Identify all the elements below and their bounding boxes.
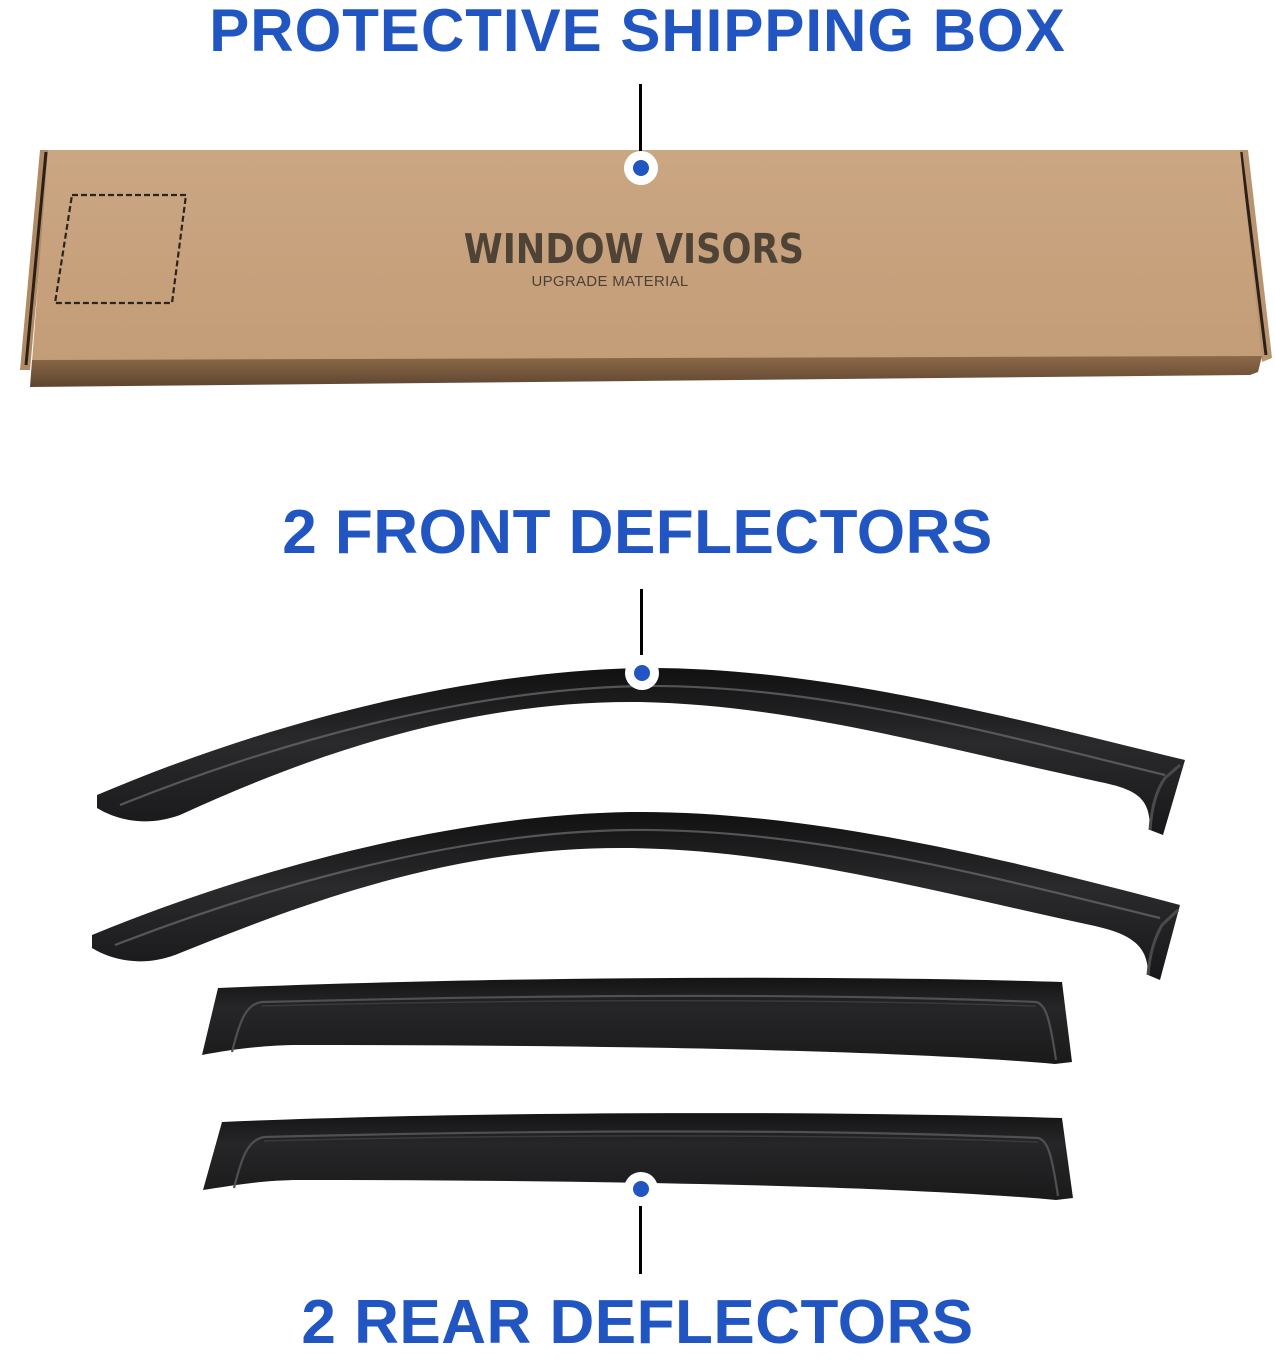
rear-deflector-1	[202, 977, 1072, 1064]
front-deflectors-heading: 2 FRONT DEFLECTORS	[282, 498, 993, 567]
front-callout-dot-icon	[625, 656, 659, 690]
shipping-box-heading: PROTECTIVE SHIPPING BOX	[209, 0, 1066, 64]
rear-deflectors-heading: 2 REAR DEFLECTORS	[301, 1288, 974, 1357]
front-deflector-2	[92, 811, 1180, 980]
box-callout-dot-icon	[624, 151, 658, 185]
box-printed-title: WINDOW VISORS	[463, 225, 805, 273]
box-printed-subtitle: UPGRADE MATERIAL	[531, 273, 689, 290]
front-deflector-1	[97, 667, 1185, 835]
rear-callout-dot-icon	[624, 1172, 658, 1206]
rear-deflector-2	[203, 1113, 1073, 1200]
box-leader-line	[639, 84, 642, 152]
front-leader-line	[640, 589, 643, 655]
rear-leader-line	[639, 1206, 642, 1274]
shipping-box	[20, 150, 1272, 387]
